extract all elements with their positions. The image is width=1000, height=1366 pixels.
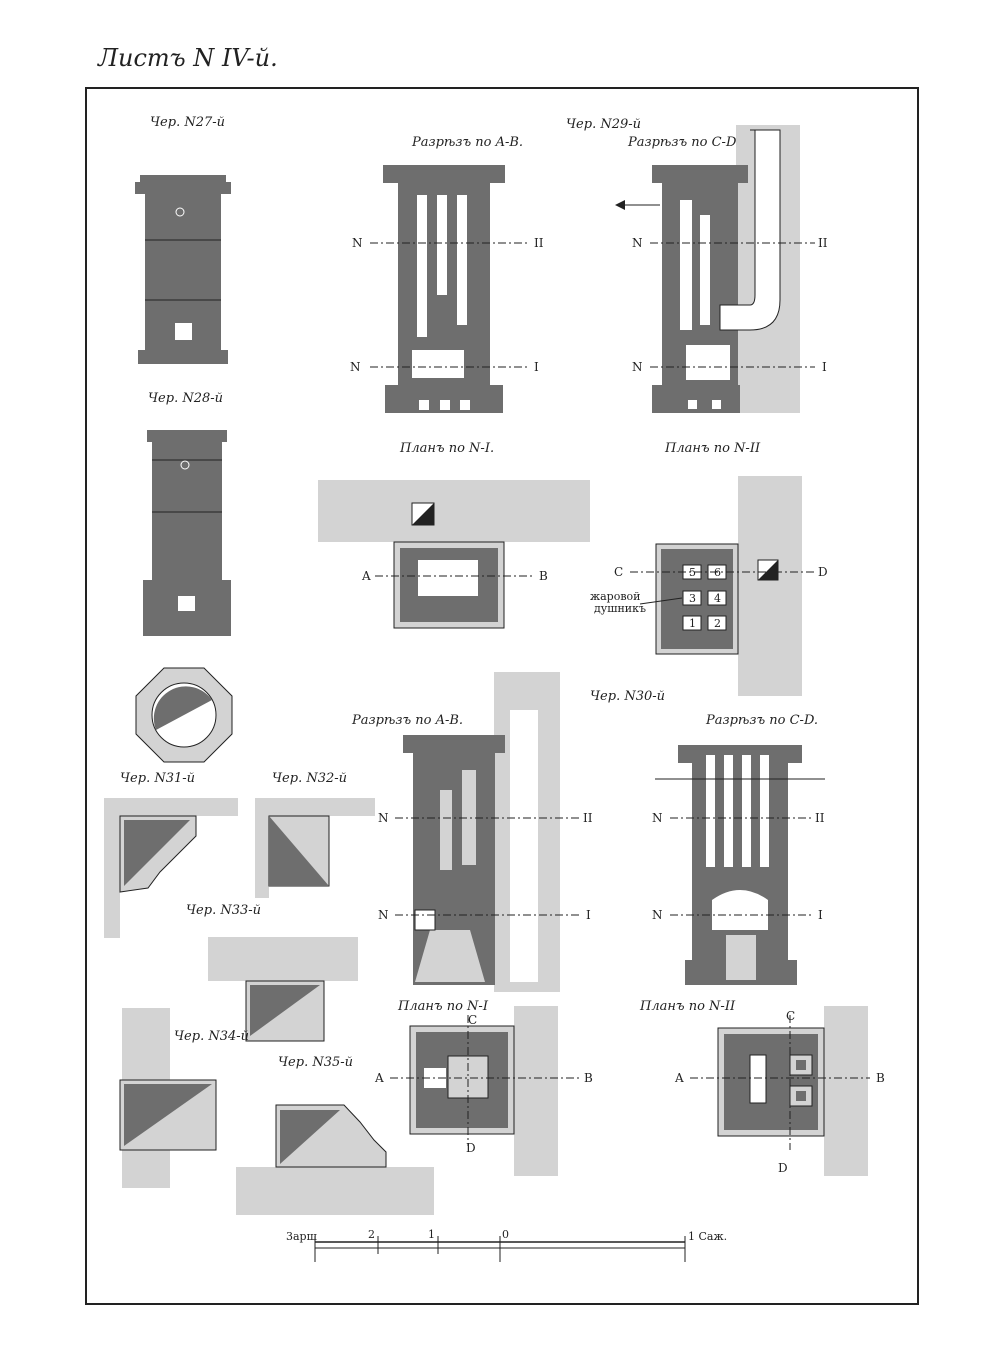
section-title-ab-bottom: Разрѣзъ по A-B.	[351, 713, 463, 728]
stove-elevation-27	[135, 175, 231, 364]
mark-c-1: C	[614, 565, 623, 579]
sheet-frame	[85, 87, 919, 1305]
corner-plan-33	[208, 937, 358, 1042]
mark-n-6: N	[378, 908, 389, 922]
flue-number: 5	[689, 566, 696, 579]
flue-grid: 5 6 3 4 1 2	[682, 564, 727, 631]
corner-plan-32	[255, 798, 375, 898]
mark-i-4: I	[818, 908, 823, 922]
plan-title-n1-bottom: Планъ по N-I	[397, 999, 489, 1014]
scale-bar	[314, 1236, 686, 1262]
scale-tick-label: 2	[368, 1228, 375, 1241]
scale-end-label: 1 Саж.	[688, 1230, 727, 1243]
stove-elevation-28	[143, 430, 231, 636]
mark-c-2: C	[468, 1013, 477, 1027]
mark-n-7: N	[652, 811, 663, 825]
mark-a-2: A	[374, 1071, 384, 1085]
plan-title-n2-bottom: Планъ по N-II	[639, 999, 736, 1014]
scale-tick-label: 0	[502, 1228, 509, 1241]
caption-fig35: Чер. N35-й	[278, 1055, 353, 1070]
section-cd-top	[615, 125, 800, 413]
corner-plan-31	[104, 798, 238, 938]
mark-b-1: B	[539, 569, 548, 583]
flue-number: 3	[689, 592, 696, 605]
caption-fig27: Чер. N27-й	[150, 115, 225, 130]
mark-i-2: I	[822, 360, 827, 374]
mark-n-4: N	[632, 360, 643, 374]
mark-n-1: N	[352, 236, 363, 250]
plan-n2-bottom	[717, 1006, 868, 1176]
mark-d-1: D	[818, 565, 828, 579]
caption-fig31: Чер. N31-й	[120, 771, 195, 786]
section-ab-top	[383, 165, 505, 413]
vent-leader	[639, 597, 683, 605]
corner-plan-34	[119, 1008, 217, 1188]
caption-fig30: Чер. N30-й	[590, 689, 665, 704]
scale-start-label: 3арш	[286, 1230, 317, 1243]
mark-n-2: N	[350, 360, 361, 374]
sheet-title: Листъ N IV-й.	[97, 44, 278, 72]
vent-label-line1: жаровой	[590, 590, 641, 603]
caption-fig33: Чер. N33-й	[186, 903, 261, 918]
mark-i-1: I	[534, 360, 539, 374]
plan-title-n1-top: Планъ по N-I.	[399, 441, 494, 456]
section-cd-bottom	[655, 745, 825, 985]
vent-label-line2: душникъ	[594, 602, 646, 615]
mark-ii-1: II	[534, 236, 544, 250]
mark-c-3: C	[786, 1009, 795, 1023]
flue-number: 2	[714, 617, 721, 630]
plan-n2-top	[655, 476, 802, 696]
scale-tick-label: 1	[428, 1228, 435, 1241]
mark-ii-3: II	[583, 811, 593, 825]
octagonal-stove-plan	[135, 667, 233, 763]
section-title-cd-bottom: Разрѣзъ по C-D.	[705, 713, 818, 728]
mark-n-3: N	[632, 236, 643, 250]
mark-ii-2: II	[818, 236, 828, 250]
section-title-cd-top: Разрѣзъ по C-D.	[627, 135, 740, 150]
plan-title-n2-top: Планъ по N-II	[664, 441, 761, 456]
plan-n1-top	[318, 480, 590, 629]
caption-fig34: Чер. N34-й	[174, 1029, 249, 1044]
mark-b-2: B	[584, 1071, 593, 1085]
mark-d-2: D	[466, 1141, 476, 1155]
corner-plan-35	[236, 1104, 434, 1215]
plan-n1-bottom	[409, 1006, 558, 1176]
mark-ii-4: II	[815, 811, 825, 825]
mark-d-3: D	[778, 1161, 788, 1175]
mark-n-5: N	[378, 811, 389, 825]
mark-i-3: I	[586, 908, 591, 922]
section-title-ab-top: Разрѣзъ по A-B.	[411, 135, 523, 150]
caption-fig32: Чер. N32-й	[272, 771, 347, 786]
mark-b-3: B	[876, 1071, 885, 1085]
mark-a-3: A	[674, 1071, 684, 1085]
mark-a-1: A	[361, 569, 371, 583]
flue-number: 4	[714, 592, 721, 605]
caption-fig29: Чер. N29-й	[566, 117, 641, 132]
section-ab-bottom	[403, 672, 560, 992]
flue-number: 1	[689, 617, 696, 630]
mark-n-8: N	[652, 908, 663, 922]
caption-fig28: Чер. N28-й	[148, 391, 223, 406]
